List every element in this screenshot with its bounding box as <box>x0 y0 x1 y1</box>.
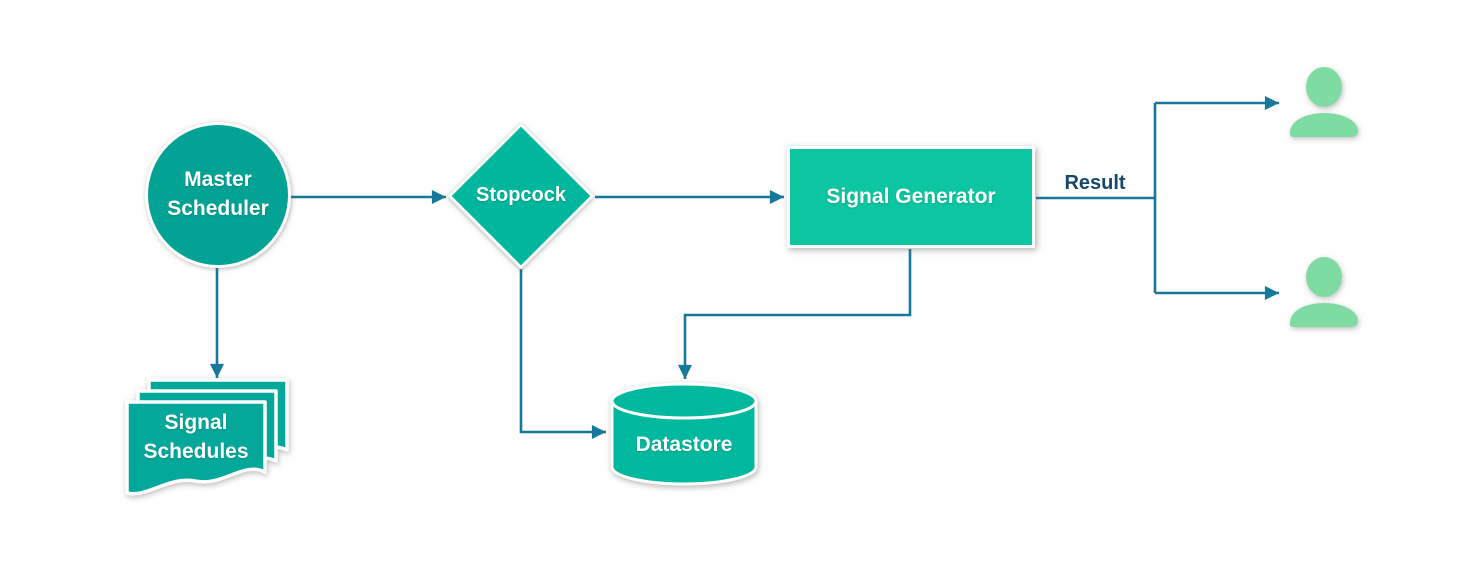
edge-generator-result-trunk <box>1036 103 1157 293</box>
edge-generator-to-datastore <box>677 249 912 379</box>
person-icon <box>1290 257 1358 327</box>
node-master-scheduler-label: Master Scheduler <box>167 168 269 220</box>
edge-label-result: Result <box>1064 172 1126 194</box>
user-icon-top[interactable] <box>1286 62 1362 142</box>
node-stopcock-label: Stopcock <box>475 184 567 207</box>
cylinder-shape <box>610 382 758 486</box>
document-front <box>125 400 267 496</box>
user-icon-bottom[interactable] <box>1286 252 1362 332</box>
node-signal-schedules[interactable]: Signal Schedules <box>125 378 293 504</box>
person-icon <box>1290 67 1358 137</box>
node-stopcock[interactable]: Stopcock <box>447 122 595 270</box>
edge-stopcock-to-datastore <box>519 268 606 440</box>
node-signal-generator-label: Signal Generator <box>826 184 996 208</box>
node-signal-schedules-label: Signal Schedules <box>143 411 249 463</box>
node-datastore[interactable]: Datastore <box>608 380 760 490</box>
node-master-scheduler[interactable]: Master Scheduler <box>145 122 291 268</box>
node-signal-generator[interactable]: Signal Generator <box>787 146 1035 248</box>
node-datastore-label: Datastore <box>635 432 733 456</box>
multi-document-shape <box>125 378 289 496</box>
